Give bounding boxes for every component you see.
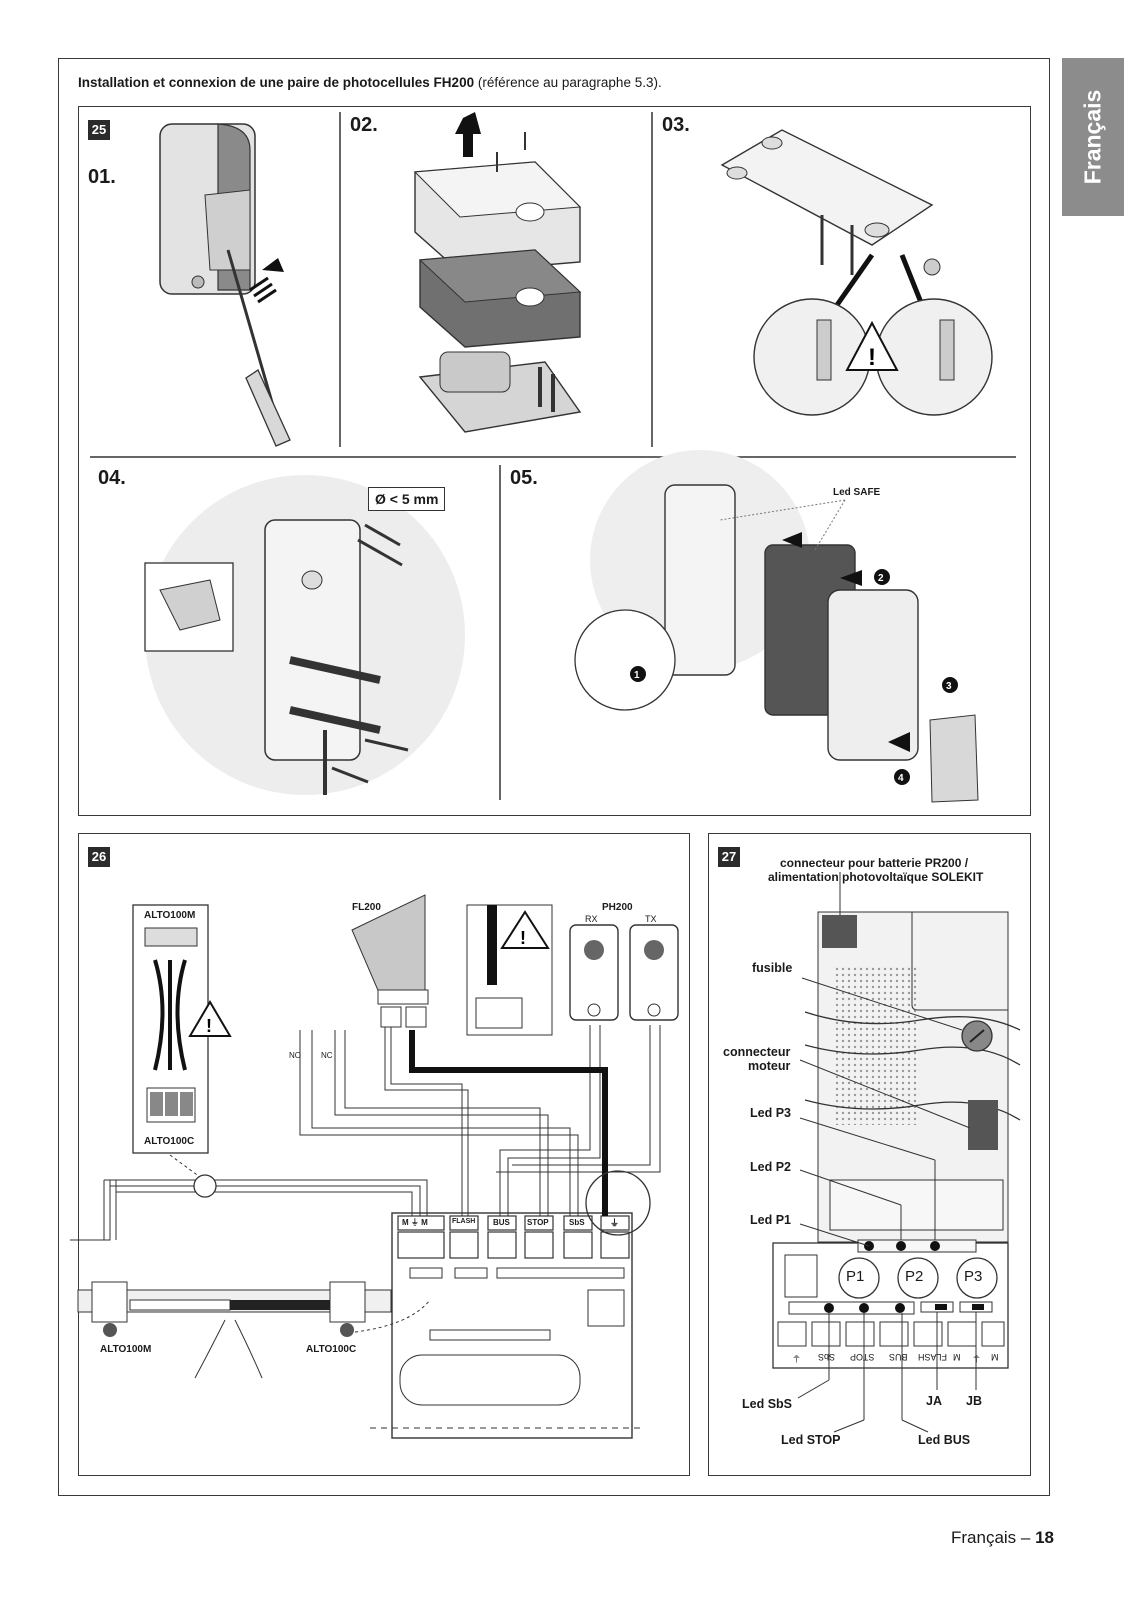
page-footer: Français – 18 [951,1528,1054,1548]
alto100c-box-label: ALTO100C [144,1136,195,1147]
step-05: 05. [510,467,538,489]
ph200-label: PH200 [602,902,633,913]
led-p2-label: Led P2 [750,1160,791,1174]
terminal-earth: ⏚ [610,1218,620,1228]
step-01-illustration [159,123,291,447]
terminal-m: M ⏚ M [402,1218,428,1227]
rx-label: RX [585,914,598,924]
board-terminal-bus: BUS [889,1352,908,1362]
terminal-flash: FLASH [452,1218,476,1225]
section-heading: Installation et connexion de une paire d… [78,75,662,90]
step-05-illustration: 1 2 3 4 [574,450,979,803]
figure-26-badge: 26 [88,847,110,867]
figure-25-badge: 25 [88,120,110,140]
board-terminal-m1: M [953,1352,961,1362]
hole-diameter-text: Ø < 5 mm [375,491,439,507]
tx-label: TX [645,914,657,924]
board-terminal-earth2: ⏚ [972,1353,982,1363]
nc-label: NC [321,1051,333,1060]
board-terminal-m2: M [991,1352,999,1362]
callout-2: 2 [878,573,884,584]
led-safe-label: Led SAFE [833,487,881,498]
callout-4: 4 [898,773,904,784]
fl200-label: FL200 [352,902,381,913]
terminal-bus: BUS [493,1218,510,1227]
callout-1: 1 [634,670,640,681]
motor-left-label: ALTO100M [100,1344,152,1355]
motor-connector-label-2: moteur [748,1059,791,1073]
svg-text:!: ! [520,928,526,948]
step-04-illustration [144,475,465,795]
p3-button[interactable]: P3 [964,1268,983,1285]
svg-text:!: ! [868,344,876,371]
jb-label: JB [966,1394,982,1408]
step-03-illustration: ! [720,129,993,416]
alto100m-box-label: ALTO100M [144,910,196,921]
footer-language: Français [950,1528,1017,1547]
led-p3-label: Led P3 [750,1106,791,1120]
p2-button[interactable]: P2 [905,1268,924,1285]
step-01: 01. [88,166,116,188]
board-terminal-earth: ⏚ [792,1353,802,1363]
figure-27 [708,833,1031,1476]
terminal-sbs: SbS [569,1218,585,1227]
step-04: 04. [98,467,126,489]
battery-connector-label-2: alimentation photovoltaïque SOLEKIT [768,870,984,884]
board-terminal-sbs: SbS [818,1352,836,1362]
motor-right-label: ALTO100C [306,1344,357,1355]
language-tab: Français [1062,58,1124,216]
battery-connector-label-1: connecteur pour batterie PR200 / [780,856,969,870]
heading-reference: (référence au paragraphe 5.3). [474,75,662,90]
motor-connector-label-1: connecteur [723,1045,791,1059]
figure-26 [78,833,690,1476]
figure-25 [78,106,1031,816]
led-bus-label: Led BUS [918,1433,971,1447]
hole-diameter-label: Ø < 5 mm [368,487,446,511]
heading-bold: Installation et connexion de une paire d… [78,75,475,90]
page-frame [58,58,1050,1496]
svg-text:!: ! [206,1016,212,1036]
step-02: 02. [350,114,378,136]
footer-separator: – [1016,1528,1036,1547]
led-p1-label: Led P1 [750,1213,791,1227]
board-terminal-stop: STOP [850,1352,875,1362]
board-terminal-flash: FLASH [918,1352,948,1362]
no-label: NO [289,1051,301,1060]
step-03: 03. [662,114,690,136]
fuse-label: fusible [752,961,793,975]
ja-label: JA [926,1394,942,1408]
callout-3: 3 [946,681,952,692]
page-number: 18 [1035,1528,1054,1547]
p1-button[interactable]: P1 [846,1268,865,1285]
figure-27-badge: 27 [718,847,740,867]
led-stop-label: Led STOP [781,1433,841,1447]
step-02-illustration [413,112,582,433]
led-sbs-label: Led SbS [742,1397,793,1411]
terminal-stop: STOP [527,1218,549,1227]
